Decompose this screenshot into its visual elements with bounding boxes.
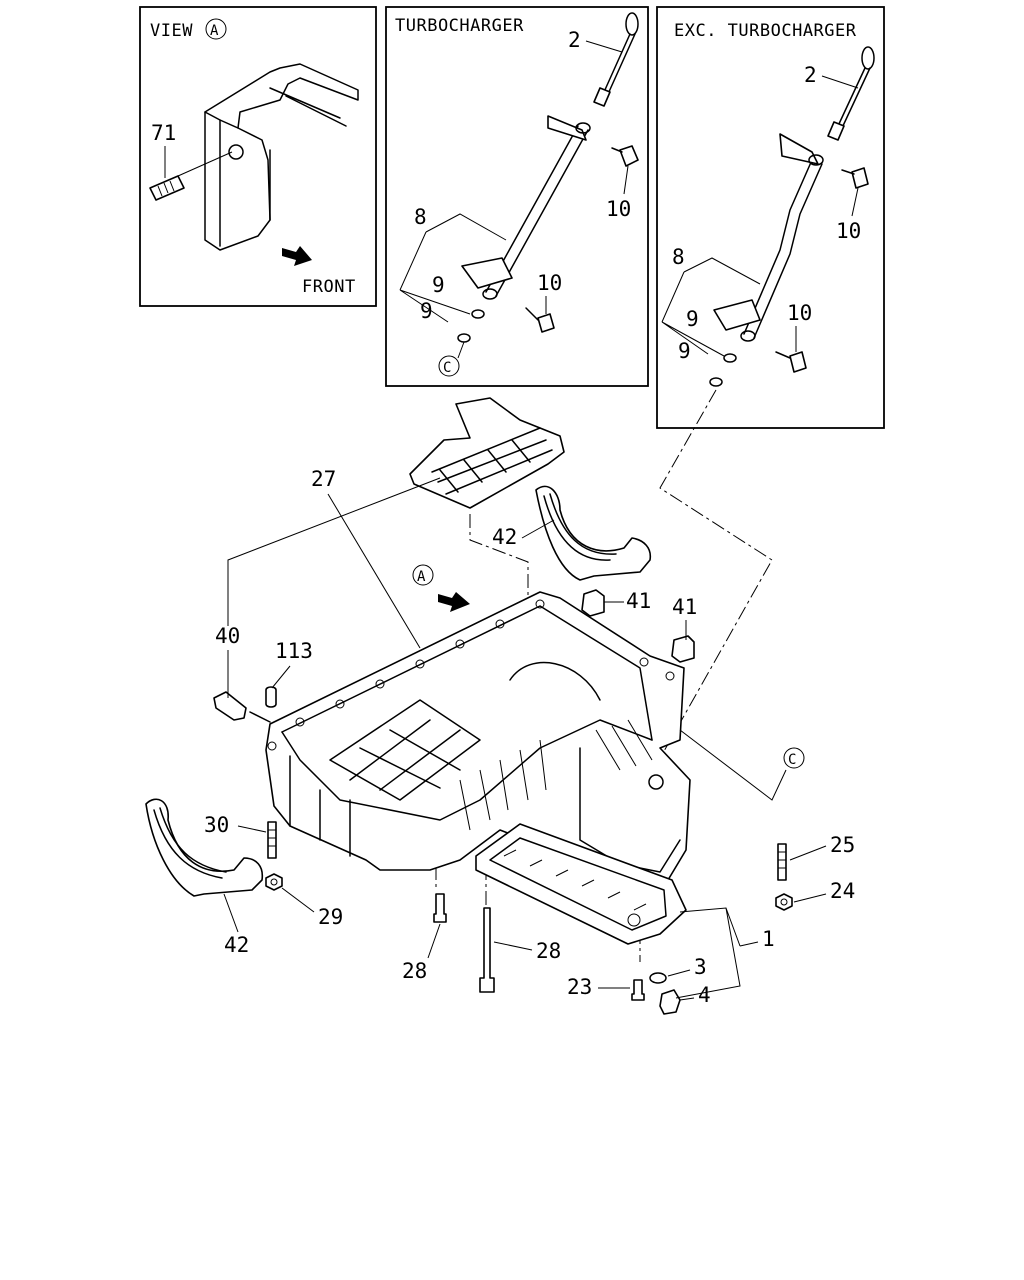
label-23: 23 <box>567 975 592 999</box>
leader-42a <box>521 519 555 539</box>
leader-30 <box>237 825 267 833</box>
label-3: 3 <box>694 955 707 979</box>
panel-view-a-frame <box>139 6 377 307</box>
label-turbo-2: 2 <box>568 28 581 52</box>
clip-41a <box>581 589 605 617</box>
o-ring-9b-turbo <box>457 333 471 343</box>
bolt-28b <box>479 907 495 993</box>
panel-turbocharger-frame <box>385 6 649 387</box>
panel-exc-turbocharger: EXC. TURBOCHARGER 2 10 8 9 9 <box>656 6 885 429</box>
front-label: FRONT <box>302 277 356 297</box>
panel-exc-turbocharger-frame <box>656 6 885 429</box>
label-turbo-8: 8 <box>414 205 427 229</box>
o-ring-9b-exc <box>709 377 723 387</box>
label-42b: 42 <box>224 933 249 957</box>
label-turbo-10b: 10 <box>537 271 562 295</box>
panel-turbocharger-title: TURBOCHARGER <box>395 16 524 36</box>
nut-29 <box>265 873 283 891</box>
leader-3 <box>667 969 691 977</box>
guide-tube-8-exc <box>713 133 824 342</box>
drain-plug-4 <box>659 989 681 1015</box>
o-ring-9a-exc <box>723 353 737 363</box>
panel-view-a: VIEW A 71 FRONT <box>139 6 377 307</box>
label-42a: 42 <box>492 525 517 549</box>
dipstick-2-exc <box>827 46 875 141</box>
view-a-title-circle: A <box>205 18 227 40</box>
label-exc-9a: 9 <box>686 307 699 331</box>
label-1: 1 <box>762 927 775 951</box>
label-exc-8: 8 <box>672 245 685 269</box>
label-41a: 41 <box>626 589 651 613</box>
label-exc-9b: 9 <box>678 339 691 363</box>
oil-pan-corner-illustration <box>177 63 359 251</box>
svg-text:A: A <box>210 23 219 39</box>
stud-25 <box>777 843 787 881</box>
panel-turbocharger: TURBOCHARGER 2 10 8 9 9 <box>385 6 649 387</box>
cylinder-113 <box>265 686 277 708</box>
label-exc-2: 2 <box>804 63 817 87</box>
bolt-10b-exc <box>775 351 807 373</box>
nut-24 <box>775 893 793 911</box>
label-28b: 28 <box>536 939 561 963</box>
label-4: 4 <box>698 983 711 1007</box>
bolt-10a-turbo <box>611 145 639 167</box>
label-exc-10a: 10 <box>836 219 861 243</box>
svg-text:A: A <box>417 569 426 585</box>
leader-29 <box>281 887 315 913</box>
oil-baffle-plate <box>409 397 565 509</box>
panel-view-a-title: VIEW <box>150 21 193 41</box>
label-28a: 28 <box>402 959 427 983</box>
dipstick-2-turbo <box>593 12 639 107</box>
label-exc-10b: 10 <box>787 301 812 325</box>
bolt-23 <box>631 979 645 1001</box>
label-40: 40 <box>215 624 240 648</box>
view-a-arrow <box>438 592 470 612</box>
bearing-cap-42b <box>145 798 264 897</box>
lower-oil-pan-1 <box>475 823 687 945</box>
leader-4 <box>679 997 695 1001</box>
label-71: 71 <box>151 121 176 145</box>
leader-24 <box>793 893 827 903</box>
guide-tube-8-turbo <box>461 115 591 300</box>
washer-3 <box>649 972 667 984</box>
label-24: 24 <box>830 879 855 903</box>
leader-25 <box>789 845 827 861</box>
marker-c-main: C <box>783 747 805 769</box>
label-27: 27 <box>311 467 336 491</box>
panel-exc-turbocharger-title: EXC. TURBOCHARGER <box>674 21 857 41</box>
front-arrow <box>282 246 312 266</box>
label-113: 113 <box>275 639 313 663</box>
o-ring-9a-turbo <box>471 309 485 319</box>
leader-1 <box>675 907 759 999</box>
bolt-28a <box>433 893 447 923</box>
leader-c-main <box>679 729 787 801</box>
clip-41b <box>671 635 695 663</box>
marker-c-turbo: C <box>438 355 460 377</box>
label-turbo-10a: 10 <box>606 197 631 221</box>
label-41b: 41 <box>672 595 697 619</box>
leader-113 <box>271 665 291 689</box>
bearing-cap-42a <box>535 485 652 581</box>
leader-27 <box>327 493 421 649</box>
leader-40 <box>227 477 441 698</box>
svg-text:C: C <box>443 360 452 376</box>
bolt-10b-turbo <box>525 307 555 333</box>
bolt-10a-exc <box>841 167 869 189</box>
label-turbo-9a: 9 <box>432 273 445 297</box>
leader-42b <box>223 893 239 933</box>
view-a-marker: A <box>412 564 434 586</box>
leader-28a <box>427 923 441 959</box>
oil-pan <box>265 591 691 889</box>
plug-40 <box>213 691 271 723</box>
label-30: 30 <box>204 813 229 837</box>
stud-30 <box>267 821 277 859</box>
label-29: 29 <box>318 905 343 929</box>
stud-71 <box>149 175 185 201</box>
leader-28b <box>493 941 533 951</box>
svg-text:C: C <box>788 752 797 768</box>
label-25: 25 <box>830 833 855 857</box>
